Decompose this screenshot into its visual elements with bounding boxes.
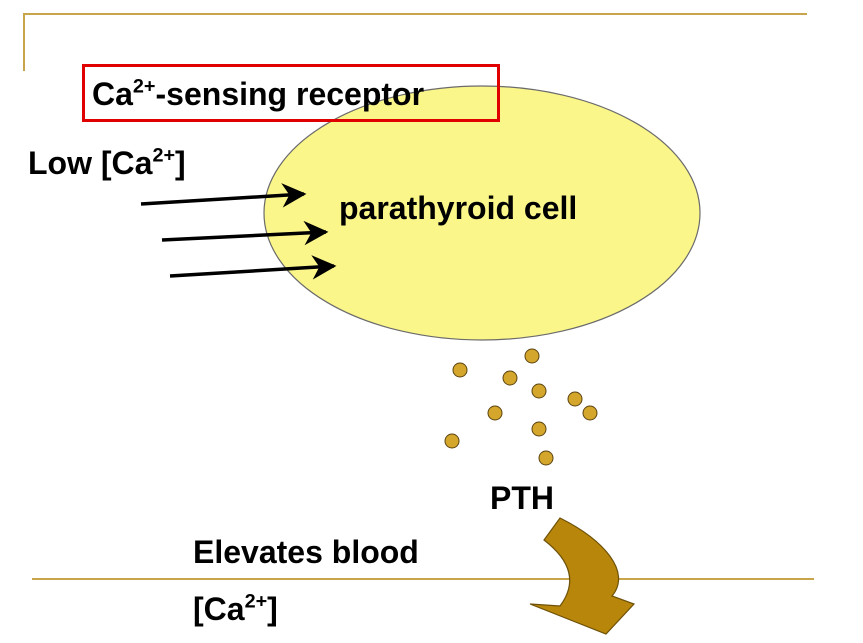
input-arrow-2 [161, 220, 329, 246]
bottom-rule [32, 578, 814, 580]
input-arrow-1 [140, 183, 307, 208]
low-calcium-prefix: Low [Ca [28, 145, 153, 181]
pth-particle [487, 405, 503, 421]
elevates-label-line2: [Ca2+] [193, 591, 278, 628]
top-rule [23, 13, 807, 15]
pth-label: PTH [490, 480, 554, 516]
receptor-label-suffix: -sensing receptor [155, 76, 425, 112]
cell-label: parathyroid cell [339, 190, 578, 226]
receptor-label-prefix: Ca [92, 76, 133, 112]
elevates-sup: 2+ [244, 590, 268, 613]
pth-particle [531, 421, 547, 437]
pth-particle [444, 433, 460, 449]
pth-particle [567, 391, 583, 407]
pth-particle [531, 383, 547, 399]
low-calcium-label: Low [Ca2+] [28, 145, 186, 182]
receptor-label-sup: 2+ [132, 75, 156, 98]
top-left-rule [23, 13, 25, 71]
pth-particles [444, 348, 598, 466]
pth-particle [452, 362, 468, 378]
pth-particle [538, 450, 554, 466]
elevates-prefix: [Ca [193, 591, 245, 627]
pth-curved-arrow [529, 517, 636, 635]
pth-particle [502, 370, 518, 386]
receptor-highlight-box [82, 64, 500, 122]
pth-particle [524, 348, 540, 364]
pth-particle [582, 405, 598, 421]
input-arrow-3 [169, 255, 337, 280]
elevates-label-line1: Elevates blood [193, 534, 419, 570]
receptor-label: Ca2+-sensing receptor [92, 76, 424, 113]
elevates-suffix: ] [267, 591, 278, 627]
low-calcium-suffix: ] [175, 145, 186, 181]
low-calcium-sup: 2+ [152, 144, 176, 167]
parathyroid-cell [263, 85, 701, 341]
